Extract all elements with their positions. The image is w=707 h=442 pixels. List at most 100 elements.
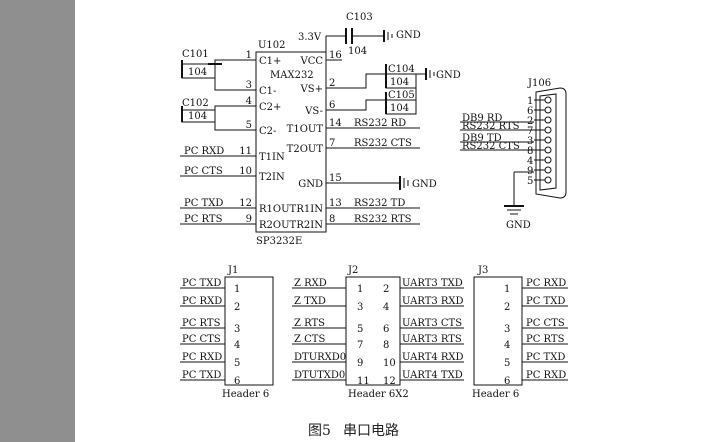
j2-left-net-label: DTUTXD0 — [294, 370, 345, 381]
c104-gnd-label: GND — [436, 70, 461, 81]
j1-net-label: PC RXD — [182, 296, 222, 307]
c101-ref: C101 — [182, 49, 209, 60]
j2-label: Header 6X2 — [348, 389, 409, 400]
j3-net-label: PC TXD — [526, 352, 565, 363]
u102-net-label: RS232 RD — [354, 118, 406, 129]
u102-pin-name: C2- — [259, 126, 276, 137]
db9-pin-number: 6 — [527, 106, 533, 117]
u102-pin-name: R2OUT — [259, 220, 297, 231]
j3-pin-number: 2 — [504, 302, 510, 313]
u102-pin-name: C1+ — [259, 56, 281, 67]
u102-pin-name: T2OUT — [287, 144, 324, 155]
u102-pin-name: T1IN — [259, 152, 285, 163]
u102-pin-name: R1IN — [296, 204, 323, 215]
j3-pin-number: 5 — [504, 358, 510, 369]
u102-pin-number: 12 — [239, 198, 252, 209]
u102-pin-name: T2IN — [259, 172, 285, 183]
j2-pin-number: 9 — [357, 358, 363, 369]
j2-body — [345, 276, 401, 386]
u102-pin-number: 4 — [246, 96, 252, 107]
u102-pin-number: 16 — [329, 50, 342, 61]
j2-pin-number: 10 — [383, 358, 396, 369]
u102-pin-name: C2+ — [259, 102, 281, 113]
u102-pin-number: 3 — [246, 80, 252, 91]
j2-left-net-label: Z RTS — [294, 318, 325, 329]
db9-pin-contact — [544, 156, 552, 164]
c102-ref: C102 — [182, 98, 209, 109]
u102-net-label: PC RXD — [184, 146, 224, 157]
j2-pin-number: 5 — [357, 324, 363, 335]
u102-pin-number: 5 — [246, 120, 252, 131]
db9-gnd-label: GND — [506, 220, 531, 231]
supply-label: 3.3V — [298, 32, 322, 43]
j1-pin-number: 5 — [234, 358, 240, 369]
j3-pin-number: 6 — [504, 376, 510, 387]
c103-gnd-label: GND — [396, 30, 421, 41]
c105-ref: C105 — [388, 90, 415, 101]
j2-right-net-label: UART3 TXD — [402, 278, 463, 289]
u102-pin-number: 10 — [239, 166, 252, 177]
u102-pin-number: 6 — [329, 100, 335, 111]
j2-right-net-label: UART3 RXD — [402, 296, 464, 307]
db9-pin-contact — [544, 146, 552, 154]
j1-ref: J1 — [227, 265, 238, 276]
db9-net-label: RS232 CTS — [462, 141, 520, 152]
j3-body — [473, 276, 523, 386]
c102-box — [181, 109, 216, 123]
db9-net-label: DB9 TD — [462, 133, 502, 144]
db9-pin-number: 1 — [527, 96, 533, 107]
u102-pin-number: 1 — [246, 50, 252, 61]
j2-left-net-label: Z RXD — [294, 278, 327, 289]
u102-pin-number: 14 — [329, 118, 342, 129]
db9-pin-number: 8 — [527, 146, 533, 157]
db9-pin-contact — [544, 166, 552, 174]
u102-pin-name: GND — [298, 179, 323, 190]
db9-net-label: DB9 RD — [462, 113, 502, 124]
j1-net-label: PC CTS — [182, 334, 221, 345]
j1-pin-number: 2 — [234, 302, 240, 313]
j2-right-net-label: UART4 RXD — [402, 352, 464, 363]
j3-label: Header 6 — [472, 389, 519, 400]
j2-pin-number: 3 — [357, 302, 363, 313]
j2-right-net-label: UART3 CTS — [402, 318, 462, 329]
u102-net-label: PC RTS — [184, 214, 223, 225]
u102-part: SP3232E — [256, 236, 302, 247]
u102-model: MAX232 — [270, 70, 314, 81]
db9-shell — [535, 87, 567, 199]
j1-net-label: PC RTS — [182, 318, 221, 329]
j1-net-label: PC TXD — [182, 370, 221, 381]
u102-net-label: RS232 CTS — [354, 138, 412, 149]
u102-pin-name: T1OUT — [287, 124, 324, 135]
j2-right-net-label: UART3 RTS — [402, 334, 462, 345]
u102-body — [255, 51, 327, 233]
c104-ref: C104 — [388, 64, 415, 75]
db9-pin-contact — [544, 176, 552, 184]
db9-pin-contact — [544, 106, 552, 114]
u102-net-label: PC CTS — [184, 166, 223, 177]
db9-pin-number: 4 — [527, 156, 533, 167]
j1-label: Header 6 — [222, 389, 269, 400]
u102-net-label: RS232 RTS — [354, 214, 412, 225]
j3-net-label: PC RTS — [526, 334, 565, 345]
j2-right-net-label: UART4 TXD — [402, 370, 463, 381]
db9-pin-contact — [544, 116, 552, 124]
c103-ref: C103 — [346, 12, 373, 23]
figure-title: 串口电路 — [342, 423, 399, 439]
j2-ref: J2 — [347, 265, 358, 276]
u102-transceiver: U102 MAX232 SP3232E 1C1+3C1-4C2+5C2-11T1… — [180, 12, 461, 247]
j2-pin-number: 2 — [383, 284, 389, 295]
j3-net-label: PC TXD — [526, 296, 565, 307]
j1-pin-number: 6 — [234, 376, 240, 387]
c101-box — [181, 63, 216, 79]
j1-pin-number: 1 — [234, 284, 240, 295]
